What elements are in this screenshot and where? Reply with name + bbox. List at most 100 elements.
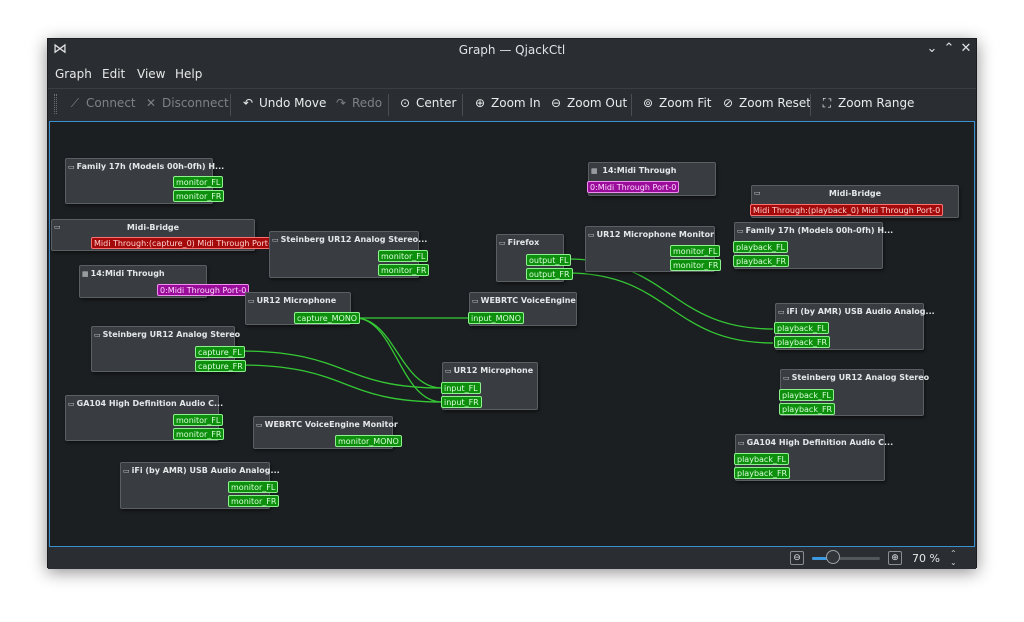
zoom-slider[interactable]: [812, 557, 880, 560]
toolbar-separator: [230, 94, 231, 116]
redo-button[interactable]: ↷Redo: [335, 96, 383, 110]
node-port[interactable]: output_FL: [526, 254, 572, 266]
graph-node[interactable]: ▭WEBRTC VoiceEngine Monitor monitor_MONO: [253, 416, 402, 449]
node-port[interactable]: playback_FL: [779, 389, 835, 401]
graph-node[interactable]: ▭UR12 Microphone input_FL input_FR: [441, 362, 538, 410]
audio-device-icon: ▭: [123, 467, 130, 475]
graph-node[interactable]: ▭Family 17h (Models 00h-0fh) H... playba…: [733, 222, 893, 269]
node-title: UR12 Microphone: [256, 296, 337, 305]
menu-view[interactable]: View: [137, 67, 166, 81]
node-port[interactable]: monitor_FR: [173, 190, 225, 202]
graph-node[interactable]: ▭Midi-Bridge Midi Through:(playback_0) M…: [750, 185, 959, 218]
node-port[interactable]: output_FR: [526, 268, 573, 280]
node-port[interactable]: playback_FR: [734, 467, 791, 479]
node-port[interactable]: monitor_FL: [173, 176, 224, 188]
wire-capture-fl-input-fl[interactable]: [238, 350, 443, 389]
node-port[interactable]: monitor_FR: [670, 259, 722, 271]
audio-device-icon: ▭: [68, 163, 75, 171]
audio-device-icon: ▭: [737, 227, 744, 235]
graph-node[interactable]: ▭Steinberg UR12 Analog Stereo capture_FL…: [91, 326, 246, 372]
zoom-out-icon[interactable]: ⊖: [790, 551, 804, 565]
graph-node[interactable]: ▭Steinberg UR12 Analog Stereo... monitor…: [269, 231, 430, 278]
toolbar-separator: [631, 94, 632, 116]
node-port[interactable]: playback_FL: [734, 453, 790, 465]
node-port[interactable]: capture_FL: [195, 346, 245, 358]
midi-bridge-icon: ▭: [54, 223, 61, 231]
zoom-fit-button[interactable]: ⊚Zoom Fit: [642, 96, 712, 110]
graph-canvas[interactable]: ▭Family 17h (Models 00h-0fh) H... monito…: [49, 121, 975, 547]
disconnect-button[interactable]: ✕Disconnect: [145, 96, 229, 110]
disconnect-icon: ✕: [145, 96, 157, 110]
zoom-in-icon[interactable]: ⊕: [888, 551, 902, 565]
firefox-icon: ▭: [499, 239, 506, 247]
zoom-reset-icon: ⊘: [722, 96, 734, 110]
chevron-down-icon[interactable]: ⌄: [926, 41, 938, 56]
graph-node[interactable]: ▭ Midi-Bridge Midi Through:(capture_0) Mi…: [51, 219, 279, 251]
graph-node[interactable]: ▭Family 17h (Models 00h-0fh) H... monito…: [65, 158, 225, 204]
zoom-reset-button[interactable]: ⊘Zoom Reset: [722, 96, 811, 110]
connection-wires: [238, 258, 774, 403]
zoom-range-button[interactable]: ⛶Zoom Range: [820, 96, 915, 111]
zoom-spinbox-arrows[interactable]: ⌃⌄: [950, 549, 957, 567]
node-port[interactable]: monitor_FR: [173, 428, 225, 440]
node-port[interactable]: monitor_FL: [228, 481, 279, 493]
node-port[interactable]: monitor_FL: [670, 245, 721, 257]
close-icon[interactable]: ✕: [960, 41, 972, 56]
toolbar-separator: [388, 94, 389, 116]
graph-node[interactable]: ▦ 14:Midi Through 0:Midi Through Port-0: [587, 162, 716, 196]
chevron-up-icon[interactable]: ⌃: [943, 41, 955, 56]
node-port[interactable]: playback_FL: [733, 241, 789, 253]
graph-node[interactable]: ▭UR12 Microphone capture_MONO: [245, 292, 361, 325]
toolbar-grip[interactable]: [54, 94, 57, 114]
node-port[interactable]: Midi Through:(playback_0) Midi Through P…: [750, 204, 944, 216]
audio-device-icon: ▭: [272, 236, 279, 244]
node-port[interactable]: input_FR: [441, 396, 482, 408]
node-port[interactable]: playback_FR: [774, 336, 831, 348]
node-port[interactable]: Midi Through:(capture_0) Midi Through Po…: [91, 237, 279, 249]
wire-capture-fr-input-fr[interactable]: [238, 364, 443, 403]
center-button[interactable]: ⊙Center: [399, 96, 457, 110]
node-port[interactable]: 0:Midi Through Port-0: [157, 284, 250, 296]
audio-device-icon: ▭: [778, 308, 785, 316]
graph-node[interactable]: ▭UR12 Microphone Monitor monitor_FL moni…: [585, 226, 722, 272]
wire-output-fr-playback-fr[interactable]: [566, 272, 774, 344]
node-port[interactable]: monitor_MONO: [335, 435, 402, 447]
node-port[interactable]: playback_FR: [779, 403, 836, 415]
node-title: WEBRTC VoiceEngine: [480, 296, 576, 305]
node-port[interactable]: playback_FL: [774, 322, 830, 334]
node-port[interactable]: capture_FR: [195, 360, 246, 372]
graph-node[interactable]: ▭iFi (by AMR) USB Audio Analog... playba…: [774, 303, 935, 350]
audio-device-icon: ▭: [68, 400, 75, 408]
node-port[interactable]: monitor_FL: [173, 414, 224, 426]
graph-node[interactable]: ▭iFi (by AMR) USB Audio Analog... monito…: [120, 462, 280, 509]
graph-node[interactable]: ▭GA104 High Definition Audio C... monito…: [65, 395, 225, 441]
jack-icon[interactable]: ⋈: [53, 41, 67, 57]
node-port[interactable]: input_MONO: [468, 312, 525, 324]
graph-node[interactable]: ▭Firefox output_FL output_FR: [496, 234, 573, 282]
microphone-icon: ▭: [248, 297, 255, 305]
node-port[interactable]: monitor_FR: [228, 495, 280, 507]
node-port[interactable]: playback_FR: [733, 255, 790, 267]
zoom-slider-handle[interactable]: [826, 550, 841, 564]
menu-edit[interactable]: Edit: [102, 67, 126, 81]
menu-graph[interactable]: Graph: [55, 67, 92, 81]
zoom-slider-fill: [812, 557, 834, 560]
node-port[interactable]: capture_MONO: [294, 312, 361, 324]
zoom-out-button[interactable]: ⊖Zoom Out: [550, 96, 628, 110]
graph-node[interactable]: ▭GA104 High Definition Audio C... playba…: [734, 434, 893, 481]
graph-node[interactable]: ▦14:Midi Through 0:Midi Through Port-0: [79, 265, 250, 298]
wire-capture-mono-input-fr[interactable]: [354, 317, 443, 403]
connect-button[interactable]: ⟋Connect: [68, 96, 136, 111]
node-title: Midi-Bridge: [126, 223, 180, 232]
midi-bridge-icon: ▭: [754, 189, 761, 197]
node-port[interactable]: monitor_FL: [378, 250, 429, 262]
audio-device-icon: ▭: [783, 374, 790, 382]
undo-button[interactable]: ↶Undo Move: [242, 96, 327, 110]
node-port[interactable]: input_FL: [441, 382, 481, 394]
zoom-in-button[interactable]: ⊕Zoom In: [474, 96, 541, 110]
node-port[interactable]: 0:Midi Through Port-0: [587, 181, 680, 193]
menu-help[interactable]: Help: [175, 67, 203, 81]
node-port[interactable]: monitor_FR: [378, 264, 430, 276]
graph-node[interactable]: ▭Steinberg UR12 Analog Stereo playback_F…: [779, 369, 929, 416]
graph-node[interactable]: ▭WEBRTC VoiceEngine input_MONO: [468, 292, 577, 326]
